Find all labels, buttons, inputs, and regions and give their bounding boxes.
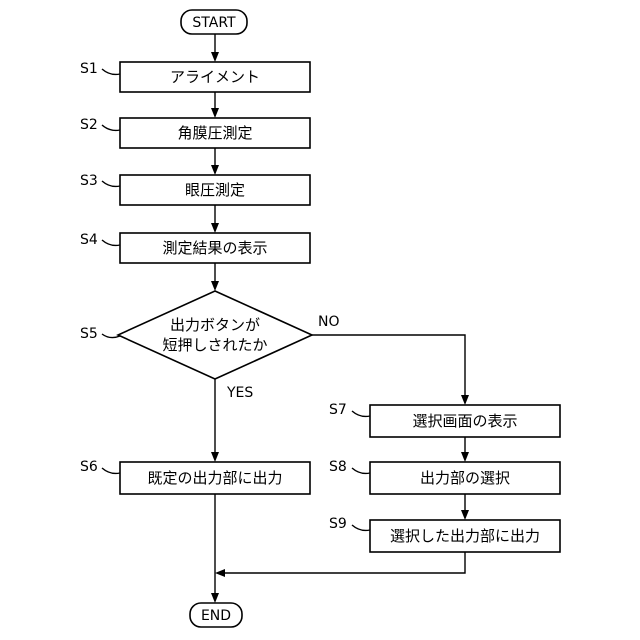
step-s1-id: S1: [80, 61, 98, 77]
arrowhead-s7-s8: [461, 452, 469, 462]
step-s2-id: S2: [80, 117, 98, 133]
decision-s5-line1: 出力ボタンが: [170, 316, 260, 334]
arrowhead-s6-end: [211, 593, 219, 603]
step-s9-label: 選択した出力部に出力: [390, 527, 540, 545]
branch-no-label: NO: [318, 314, 340, 330]
step-s6-label: 既定の出力部に出力: [147, 469, 282, 487]
step-s2-leader: [102, 125, 120, 130]
connector-s9-merge: [223, 552, 465, 573]
arrowhead-s5-s7: [461, 395, 469, 405]
arrowhead-s4-s5: [211, 281, 219, 291]
arrowhead-s9-merge: [215, 569, 225, 577]
connector-s5-s7: [312, 335, 465, 397]
decision-s5-diamond: [118, 291, 312, 379]
start-label: START: [192, 15, 236, 31]
step-s3-label: 眼圧測定: [185, 181, 245, 199]
step-s1-label: アライメント: [170, 68, 260, 86]
end-label: END: [201, 608, 231, 624]
step-s4-id: S4: [80, 232, 98, 248]
step-s4-leader: [102, 240, 120, 245]
arrowhead-s5-s6: [211, 452, 219, 462]
step-s1-leader: [102, 69, 120, 74]
arrowhead-start-s1: [211, 52, 219, 62]
decision-s5-line2: 短押しされたか: [162, 336, 267, 354]
step-s3-id: S3: [80, 173, 98, 189]
arrowhead-s8-s9: [461, 510, 469, 520]
arrowhead-s2-s3: [211, 165, 219, 175]
step-s9-id: S9: [329, 516, 347, 532]
step-s6-leader: [102, 468, 120, 473]
step-s2-label: 角膜圧測定: [177, 124, 252, 142]
step-s3-leader: [102, 181, 120, 186]
step-s7-label: 選択画面の表示: [412, 412, 517, 430]
step-s8-label: 出力部の選択: [420, 469, 510, 487]
step-s7-id: S7: [329, 402, 347, 418]
arrowhead-s1-s2: [211, 108, 219, 118]
branch-yes-label: YES: [226, 385, 253, 401]
step-s9-leader: [352, 525, 370, 530]
step-s7-leader: [352, 411, 370, 416]
step-s8-id: S8: [329, 459, 347, 475]
step-s4-label: 測定結果の表示: [162, 239, 267, 257]
decision-s5-id: S5: [80, 326, 98, 342]
step-s6-id: S6: [80, 459, 98, 475]
arrowhead-s3-s4: [211, 223, 219, 233]
step-s8-leader: [352, 468, 370, 473]
